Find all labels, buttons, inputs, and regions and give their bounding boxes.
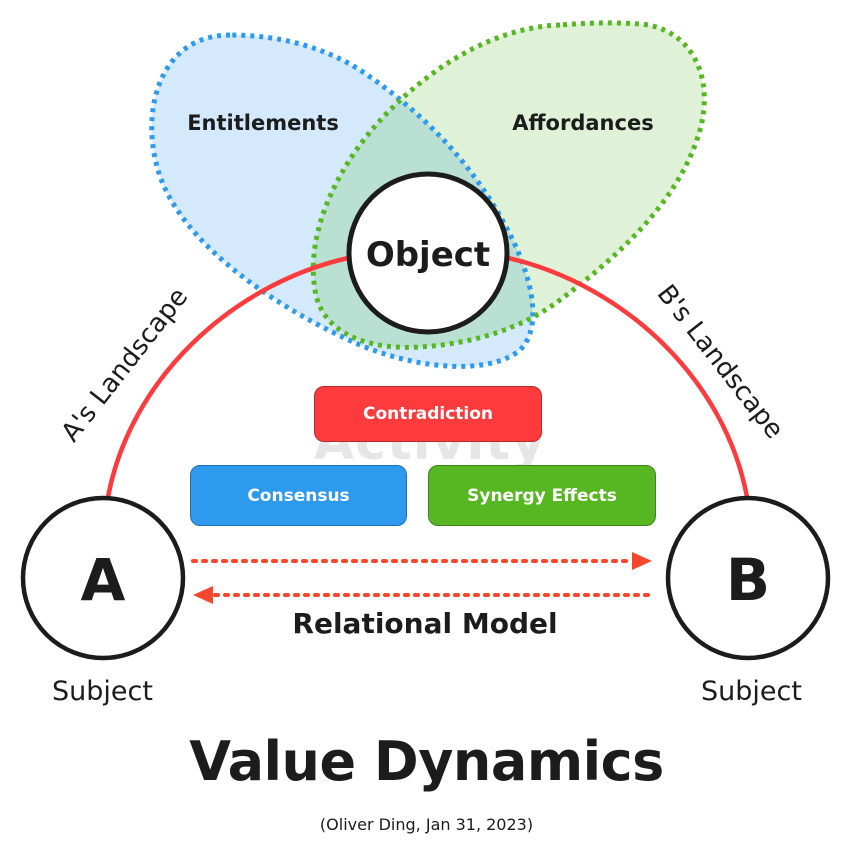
subject-b-circle: [665, 495, 831, 661]
subject-b-letter: B: [726, 546, 770, 614]
affordances-label: Affordances: [512, 111, 653, 135]
attribution: (Oliver Ding, Jan 31, 2023): [319, 815, 534, 834]
relational-model-label: Relational Model: [292, 607, 558, 640]
object-circle: [346, 171, 510, 335]
diagram-title: Value Dynamics: [189, 730, 664, 793]
landscape-arc-b: [507, 255, 750, 498]
contradiction-box: Contradiction: [314, 386, 542, 442]
entitlements-outline: [149, 32, 536, 369]
subject-a-circle: [20, 495, 186, 661]
subject-a-caption: Subject: [52, 676, 153, 707]
landscape-arc-a: [105, 255, 349, 498]
object-label: Object: [366, 235, 490, 275]
arrow-a-to-b-head: [632, 552, 652, 570]
arrow-b-to-a-head: [193, 586, 213, 604]
consensus-box: Consensus: [190, 465, 407, 526]
subject-b-caption: Subject: [701, 676, 802, 707]
entitlements-label: Entitlements: [187, 111, 339, 135]
synergy-effects-box: Synergy Effects: [428, 465, 656, 526]
subject-a-letter: A: [81, 546, 126, 614]
